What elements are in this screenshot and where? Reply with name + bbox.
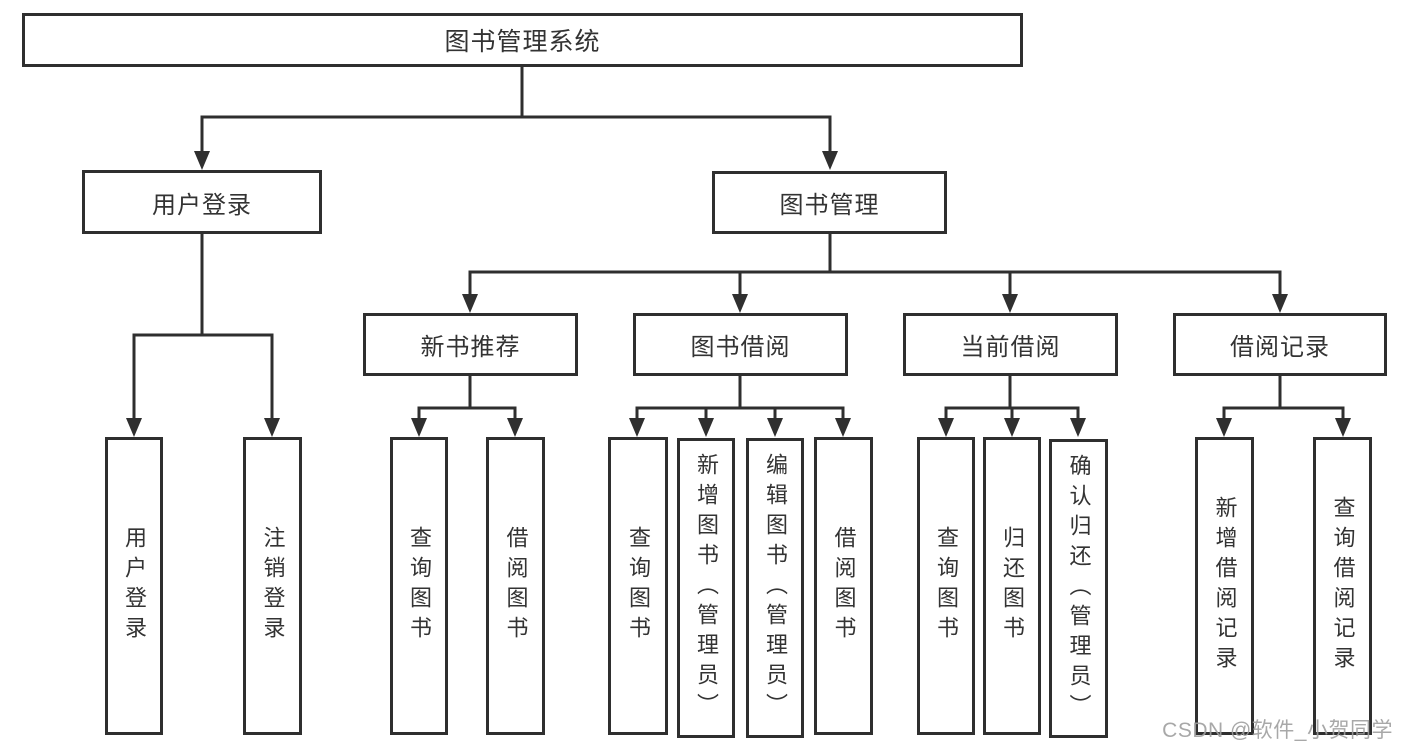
leaf-confirm-return-admin: 确认归还（管理员）: [1049, 439, 1108, 738]
leaf-edit-book-admin: 编辑图书（管理员）: [746, 438, 804, 738]
node-borrow-record: 借阅记录: [1173, 313, 1387, 376]
node-label: 查询图书: [407, 526, 432, 646]
leaf-query-books-2: 查询图书: [608, 437, 668, 735]
node-label: 查询图书: [626, 526, 651, 646]
leaf-return-books: 归还图书: [983, 437, 1041, 735]
node-label: 用户登录: [122, 526, 147, 646]
node-book-management: 图书管理: [712, 171, 947, 234]
node-label: 编辑图书（管理员）: [763, 453, 788, 723]
node-label: 借阅图书: [503, 526, 529, 646]
node-label: 归还图书: [1000, 526, 1025, 646]
leaf-logout: 注销登录: [243, 437, 302, 735]
node-label: 注销登录: [260, 526, 286, 646]
node-label: 借阅图书: [831, 526, 857, 646]
node-label: 新增图书（管理员）: [694, 453, 719, 723]
node-book-borrow: 图书借阅: [633, 313, 848, 376]
node-label: 查询借阅记录: [1330, 496, 1356, 676]
leaf-add-borrow-record: 新增借阅记录: [1195, 437, 1254, 735]
leaf-query-books-3: 查询图书: [917, 437, 975, 735]
node-label: 用户登录: [152, 191, 252, 219]
node-library-management-system: 图书管理系统: [22, 13, 1023, 67]
leaf-query-books-1: 查询图书: [390, 437, 448, 735]
csdn-watermark: CSDN @软件_小贺同学: [1162, 719, 1393, 742]
node-label: 新书推荐: [420, 334, 521, 361]
node-label: 图书管理: [779, 192, 880, 219]
node-user-login: 用户登录: [82, 170, 322, 234]
node-label: 借阅记录: [1230, 334, 1330, 361]
node-label: 图书借阅: [690, 334, 791, 361]
leaf-borrow-books-1: 借阅图书: [486, 437, 545, 735]
node-label: 查询图书: [934, 526, 959, 646]
node-current-borrow: 当前借阅: [903, 313, 1118, 376]
node-label: 新增借阅记录: [1212, 496, 1238, 676]
node-new-book-recommend: 新书推荐: [363, 313, 578, 376]
leaf-borrow-books-2: 借阅图书: [814, 437, 873, 735]
leaf-query-borrow-record: 查询借阅记录: [1313, 437, 1372, 735]
leaf-add-book-admin: 新增图书（管理员）: [677, 438, 735, 738]
leaf-user-login: 用户登录: [105, 437, 163, 735]
node-label: 确认归还（管理员）: [1066, 453, 1092, 724]
node-label: 当前借阅: [960, 334, 1061, 361]
node-label: 图书管理系统: [444, 28, 601, 56]
